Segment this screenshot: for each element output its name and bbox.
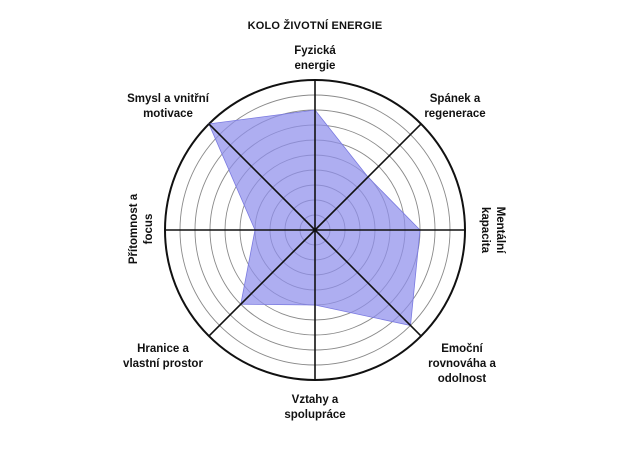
axis-label-fyzicka-energie: Fyzická energie — [294, 45, 336, 72]
chart-title: KOLO ŽIVOTNÍ ENERGIE — [247, 20, 383, 32]
axis-spoke — [208, 229, 316, 337]
axis-label-mentalni-kapacita: Mentální kapacita — [479, 206, 506, 254]
axis-spoke — [208, 123, 316, 231]
axis-spoke — [314, 229, 422, 337]
axis-label-emocni-rovnovaha: Emoční rovnováha a odolnost — [428, 343, 496, 385]
axis-label-vztahy-a-spoluprace: Vztahy a spolupráce — [284, 394, 346, 421]
axis-spoke — [314, 123, 422, 231]
axis-label-pritomnost-a-focus: Přítomnost a focus — [128, 193, 155, 265]
axis-label-hranice-a-vlastni-prostor: Hranice a vlastní prostor — [123, 343, 203, 370]
axis-label-spanek-a-regenerace: Spánek a regenerace — [424, 93, 486, 120]
axis-label-smysl-a-vnitrni-motivace: Smysl a vnitřní motivace — [127, 93, 209, 120]
